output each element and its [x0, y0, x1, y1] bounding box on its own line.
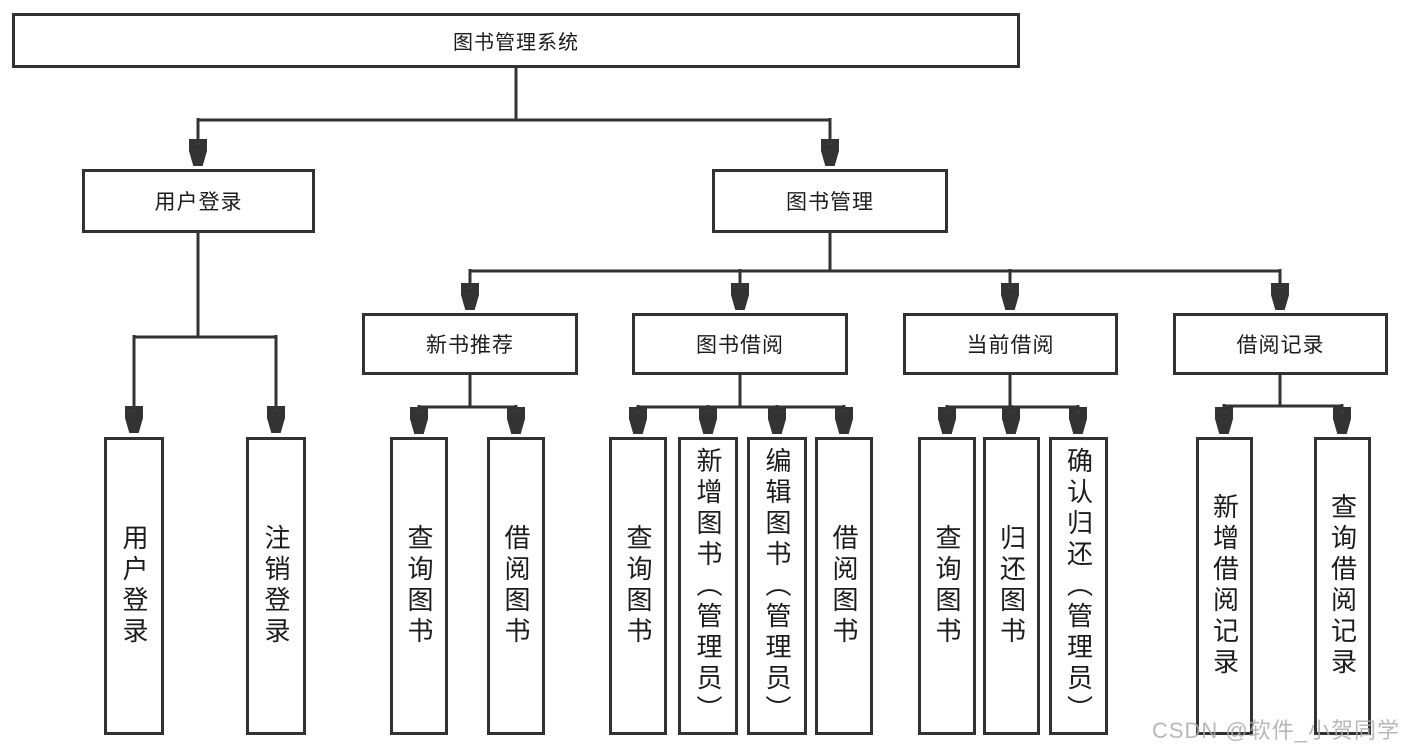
- leaf-recommend-borrow-book: 借阅图书: [487, 437, 545, 735]
- csdn-watermark: CSDN @软件_小贺同学: [1151, 718, 1400, 743]
- leaf-user-login-label: 用户登录: [119, 524, 149, 648]
- node-borrowing-records-label: 借阅记录: [1236, 334, 1325, 357]
- node-new-book-recommendation-label: 新书推荐: [426, 334, 514, 357]
- leaf-recommend-query-book: 查询图书: [390, 437, 448, 735]
- node-current-borrowing: 当前借阅: [903, 313, 1118, 375]
- node-book-management-label: 图书管理: [786, 191, 874, 214]
- leaf-logout: 注销登录: [246, 437, 306, 735]
- leaf-return-book: 归还图书: [983, 437, 1040, 735]
- node-current-borrowing-label: 当前借阅: [966, 334, 1055, 357]
- leaf-borrowing-query-book: 查询图书: [609, 437, 667, 735]
- leaf-borrowing-borrow-book: 借阅图书: [815, 437, 873, 735]
- leaf-confirm-return-admin: 确认归还（管理员）: [1049, 437, 1108, 735]
- node-user-login-label: 用户登录: [154, 191, 243, 214]
- node-new-book-recommendation: 新书推荐: [362, 313, 578, 375]
- leaf-logout-label: 注销登录: [261, 524, 291, 648]
- leaf-borrowing-borrow-book-label: 借阅图书: [829, 524, 859, 648]
- node-root: 图书管理系统: [12, 13, 1020, 68]
- leaf-edit-book-admin-label: 编辑图书（管理员）: [762, 446, 792, 726]
- node-book-borrowing: 图书借阅: [632, 313, 848, 375]
- leaf-return-book-label: 归还图书: [996, 524, 1027, 648]
- leaf-add-borrow-record-label: 新增借阅记录: [1209, 493, 1240, 679]
- node-book-management: 图书管理: [712, 169, 948, 233]
- leaf-confirm-return-admin-label: 确认归还（管理员）: [1063, 446, 1094, 726]
- leaf-current-query-book: 查询图书: [918, 437, 976, 735]
- leaf-user-login: 用户登录: [104, 437, 164, 735]
- leaf-add-book-admin: 新增图书（管理员）: [678, 437, 738, 735]
- leaf-edit-book-admin: 编辑图书（管理员）: [747, 437, 807, 735]
- leaf-add-borrow-record: 新增借阅记录: [1196, 437, 1253, 735]
- node-borrowing-records: 借阅记录: [1173, 313, 1388, 375]
- node-book-borrowing-label: 图书借阅: [696, 334, 784, 357]
- leaf-current-query-book-label: 查询图书: [932, 524, 962, 648]
- leaf-query-borrow-record: 查询借阅记录: [1314, 437, 1371, 735]
- leaf-recommend-borrow-book-label: 借阅图书: [501, 524, 531, 648]
- leaf-query-borrow-record-label: 查询借阅记录: [1327, 493, 1358, 679]
- leaf-borrowing-query-book-label: 查询图书: [623, 524, 653, 648]
- leaf-add-book-admin-label: 新增图书（管理员）: [693, 446, 723, 726]
- node-user-login: 用户登录: [82, 169, 315, 233]
- node-root-label: 图书管理系统: [453, 32, 579, 54]
- leaf-recommend-query-book-label: 查询图书: [404, 524, 434, 648]
